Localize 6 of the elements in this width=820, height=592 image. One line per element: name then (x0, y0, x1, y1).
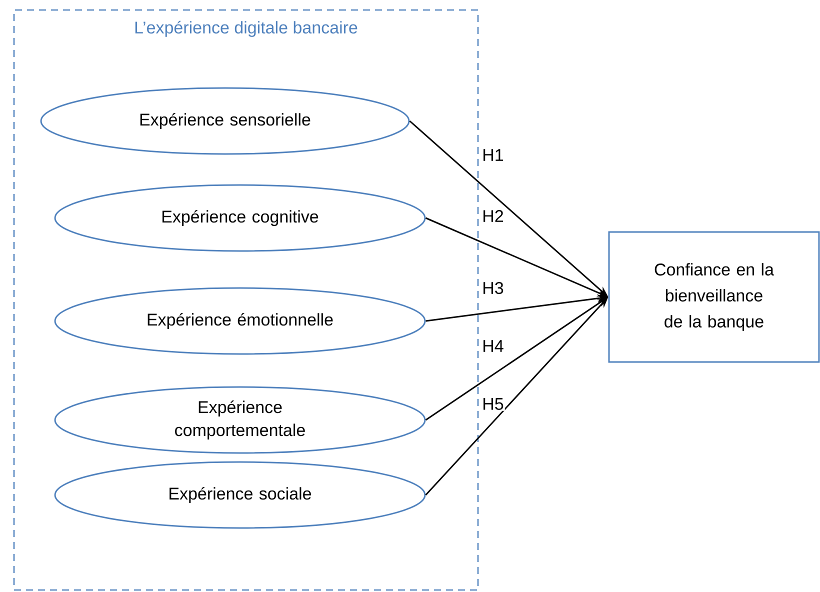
edge-label: H4 (481, 339, 505, 353)
edge-label: H1 (481, 148, 505, 162)
edge-label: H2 (481, 209, 505, 223)
box: Confiance en la bienveillance de la banque (608, 231, 820, 363)
edge-label: H5 (481, 397, 505, 411)
edge-label: H3 (481, 280, 505, 296)
